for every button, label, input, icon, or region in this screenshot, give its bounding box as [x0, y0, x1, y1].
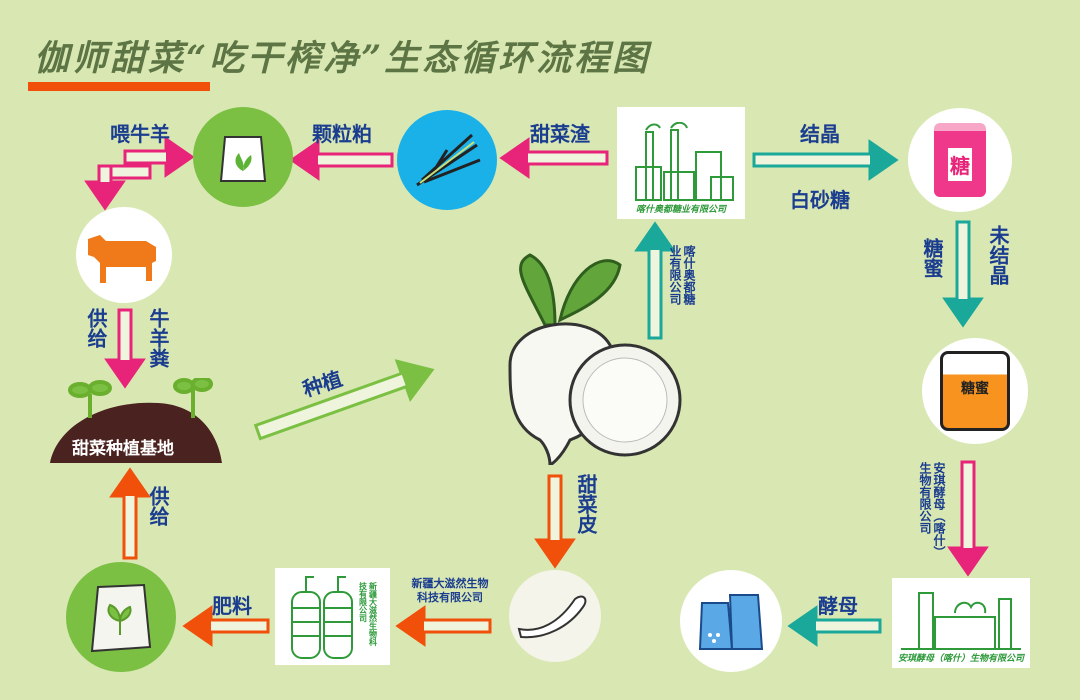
sugar-jar-icon: 糖: [934, 123, 986, 197]
title-underline: [28, 82, 210, 91]
label-sugar-factory-company: 喀什奥都糖业有限公司: [668, 245, 696, 305]
cattle-node: [76, 207, 172, 303]
label-yeast-company: 安琪酵母（喀什）生物有限公司: [918, 462, 946, 552]
page-title: 伽师甜菜“吃干榨净”生态循环流程图: [34, 38, 651, 79]
label-supply-top: 供给: [84, 308, 108, 348]
stalk-icon: [416, 133, 481, 187]
sugar-jar-label: 糖: [948, 147, 972, 181]
arrow-peel: [534, 474, 576, 569]
beet-icon: [508, 253, 682, 465]
arrow-pellet: [289, 139, 394, 181]
field-label: 甜菜种植基地: [72, 439, 174, 459]
label-yeast: 酵母: [818, 594, 858, 618]
yeast-factory-box: 安琪酵母（喀什）生物有限公司: [892, 578, 1030, 668]
label-supply-bottom: 供给: [146, 486, 170, 526]
label-manure: 牛羊粪: [146, 308, 170, 368]
tank-icon: [290, 575, 353, 659]
yeast-factory-icon: [901, 592, 1021, 650]
arrow-feed-cattle: [84, 164, 152, 211]
beet-peel-node: [509, 570, 601, 662]
feed-bag-node: [193, 107, 293, 207]
fertilizer-bag-icon: [90, 583, 152, 653]
label-beet-pulp: 甜菜渣: [530, 122, 590, 146]
yeast-factory-caption: 安琪酵母（喀什）生物有限公司: [897, 654, 1024, 664]
beet-stalk-node: [397, 110, 497, 210]
arrow-beet-to-factory: [634, 221, 676, 340]
biotech-box-caption: 新疆大滋然生物科技有限公司: [358, 581, 378, 646]
molasses-jar-icon: 糖蜜: [940, 351, 1010, 431]
sugar-factory-caption: 喀什奥都糖业有限公司: [635, 205, 726, 215]
arrow-biotech: [395, 605, 492, 647]
yeast-node: [680, 570, 782, 672]
arrow-crystallize: [752, 139, 899, 181]
arrow-feed-in: [123, 136, 195, 178]
label-uncrystallized: 未结晶: [986, 225, 1010, 285]
factory-icon: [635, 122, 734, 201]
arrow-molasses: [942, 220, 984, 328]
label-molasses: 糖蜜: [920, 238, 944, 278]
label-crystallize: 结晶: [800, 122, 840, 146]
arrow-supply-cattle: [104, 308, 146, 389]
molasses-node: 糖蜜: [922, 338, 1028, 444]
beet-field: 甜菜种植基地: [48, 378, 222, 466]
peel-icon: [517, 595, 587, 639]
label-white-sugar: 白砂糖: [790, 188, 850, 212]
arrow-pulp: [499, 137, 609, 179]
label-biotech-company: 新疆大滋然生物科技有限公司: [411, 577, 489, 604]
fertilizer-node: [66, 562, 176, 672]
sprout-icons: [50, 378, 222, 463]
label-feed-cattle: 喂牛羊: [110, 122, 170, 146]
sugar-factory-box: 喀什奥都糖业有限公司: [617, 107, 745, 219]
label-fertilizer: 肥料: [212, 594, 252, 618]
sugar-node: 糖: [908, 108, 1012, 212]
arrow-yeast: [787, 605, 882, 647]
sugar-beet-image: [470, 245, 690, 465]
feed-bag-icon: [219, 136, 267, 182]
cow-icon: [88, 235, 156, 283]
biotech-box: 新疆大滋然生物科技有限公司: [275, 568, 390, 665]
arrow-planting: [253, 359, 435, 441]
label-pellet-meal: 颗粒粕: [312, 122, 372, 146]
yeast-package-icon: [698, 594, 764, 650]
molasses-jar-label: 糖蜜: [961, 381, 989, 397]
label-beet-peel: 甜菜皮: [574, 474, 598, 534]
arrow-fertilizer: [182, 605, 270, 647]
arrow-yeast-supply: [947, 460, 989, 577]
arrow-supply-field: [109, 467, 151, 560]
